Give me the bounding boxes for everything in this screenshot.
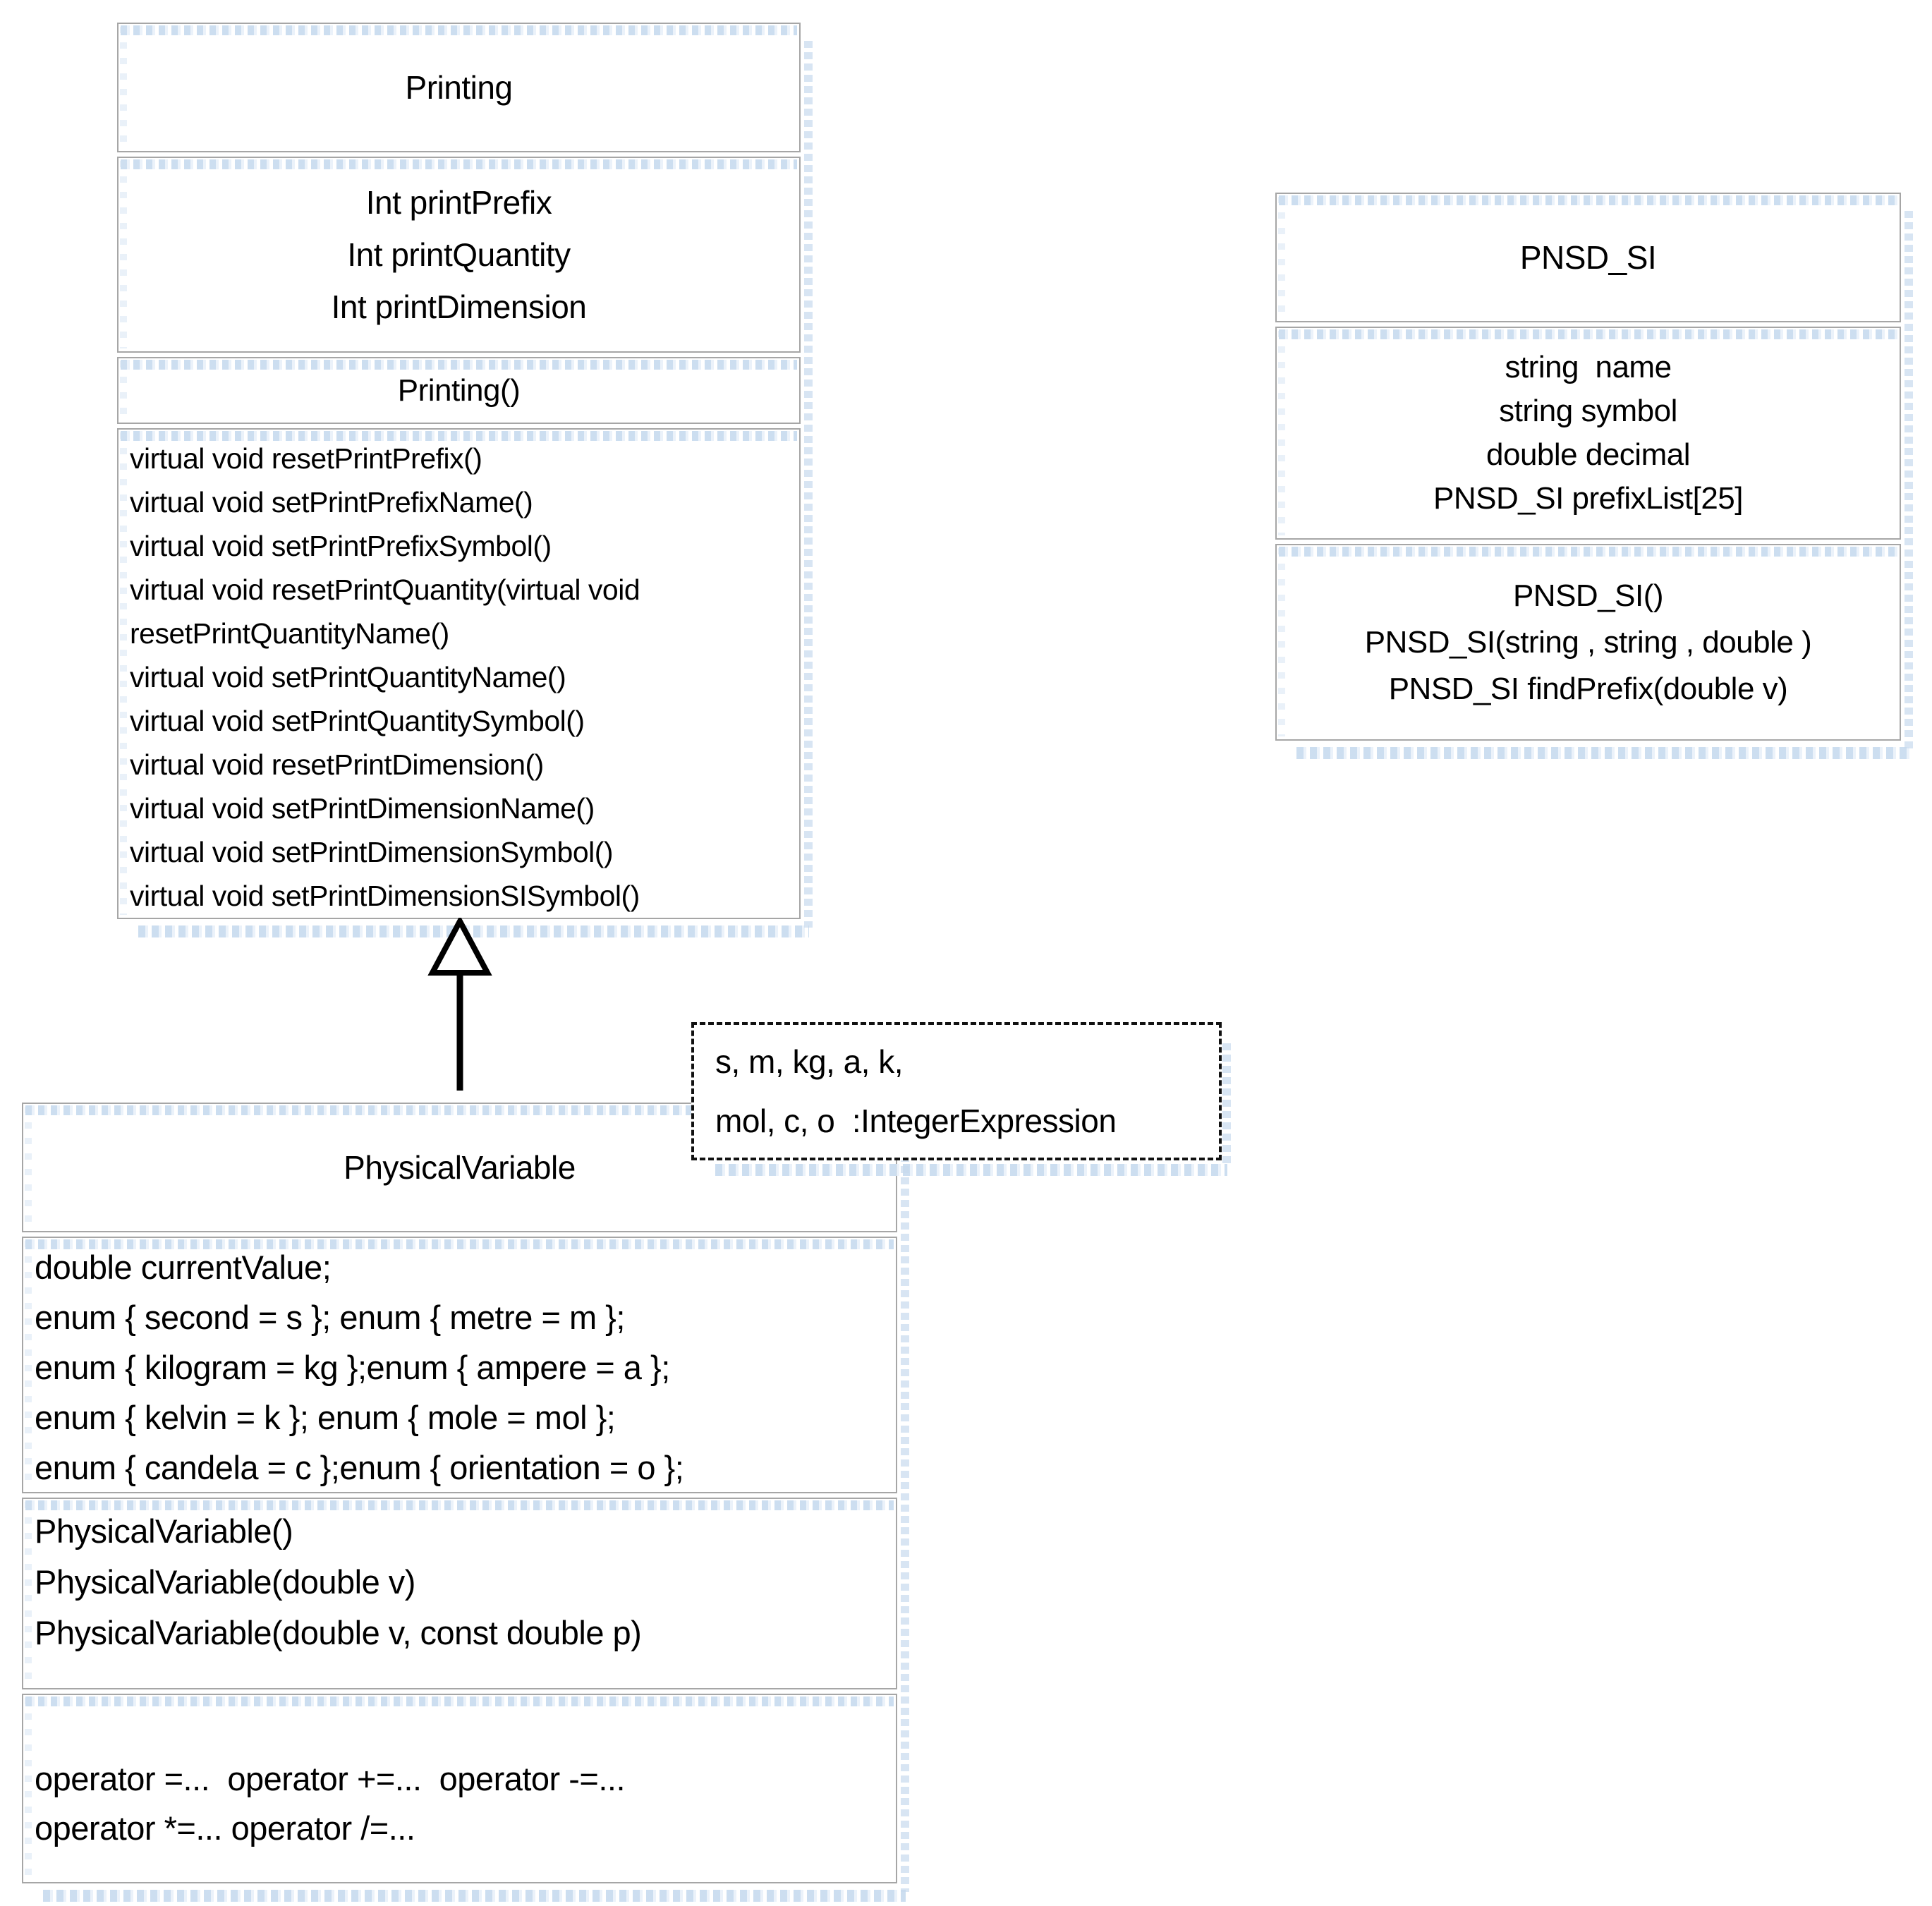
shadow-strip-bottom — [43, 1890, 906, 1902]
printing-methods-compartment: virtual void resetPrintPrefix() virtual … — [117, 427, 801, 919]
shadow-strip-right — [1222, 1043, 1231, 1166]
method-line: virtual void setPrintDimensionSISymbol() — [130, 879, 640, 912]
physical-variable-operators-compartment: operator =... operator +=... operator -=… — [22, 1694, 897, 1883]
method-line: virtual void resetPrintDimension() — [130, 748, 544, 781]
operator-line: operator *=... operator /=... — [35, 1809, 415, 1847]
constructor-line: PhysicalVariable() — [35, 1512, 293, 1550]
attribute-line: enum { kilogram = kg };enum { ampere = a… — [35, 1349, 670, 1386]
note-line: s, m, kg, a, k, — [715, 1043, 904, 1080]
class-title: PhysicalVariable — [344, 1149, 576, 1186]
shadow-strip-right — [1904, 211, 1913, 749]
attribute-line: string symbol — [1499, 394, 1677, 428]
class-title: PNSD_SI — [1519, 239, 1657, 276]
attribute-line: enum { candela = c };enum { orientation … — [35, 1449, 684, 1486]
attribute-line: enum { kelvin = k }; enum { mole = mol }… — [35, 1399, 616, 1436]
attribute-line: double currentValue; — [35, 1249, 332, 1286]
method-line: virtual void setPrintQuantityName() — [130, 660, 566, 693]
method-line: virtual void resetPrintQuantity(virtual … — [130, 573, 640, 606]
pnsd-si-attributes-compartment: string name string symbol double decimal… — [1275, 327, 1901, 540]
attribute-line: Int printDimension — [331, 288, 587, 325]
attribute-line: string name — [1505, 350, 1672, 384]
hollow-triangle-icon — [427, 918, 492, 976]
method-line: PNSD_SI(string , string , double ) — [1364, 624, 1812, 660]
constructor-line: PhysicalVariable(double v, const double … — [35, 1614, 642, 1651]
method-line: PNSD_SI() — [1512, 578, 1664, 613]
method-line: virtual void setPrintPrefixName() — [130, 485, 533, 518]
class-box-pnsd-si: PNSD_SI string name string symbol double… — [1275, 193, 1913, 759]
shadow-strip-bottom — [715, 1164, 1227, 1176]
shadow-strip-right — [901, 1121, 909, 1892]
pnsd-si-header-compartment: PNSD_SI — [1275, 193, 1901, 322]
pnsd-si-methods-compartment: PNSD_SI() PNSD_SI(string , string , doub… — [1275, 544, 1901, 741]
method-line: virtual void resetPrintPrefix() — [130, 442, 482, 475]
printing-header-compartment: Printing — [117, 23, 801, 152]
attribute-line: PNSD_SI prefixList[25] — [1433, 481, 1743, 516]
attribute-line: Int printQuantity — [347, 236, 571, 273]
method-line: virtual void setPrintDimensionSymbol() — [130, 835, 614, 868]
shadow-strip-right — [804, 41, 813, 928]
constructor-line: PhysicalVariable(double v) — [35, 1563, 415, 1601]
class-box-printing: Printing Int printPrefix Int printQuanti… — [117, 23, 813, 937]
shadow-strip-bottom — [138, 925, 809, 937]
printing-constructor-compartment: Printing() — [117, 357, 801, 424]
operator-line: operator =... operator +=... operator -=… — [35, 1760, 626, 1797]
attribute-line: enum { second = s }; enum { metre = m }; — [35, 1299, 625, 1336]
method-line: PNSD_SI findPrefix(double v) — [1388, 671, 1788, 706]
physical-variable-attributes-compartment: double currentValue; enum { second = s }… — [22, 1237, 897, 1493]
class-box-physical-variable: PhysicalVariable double currentValue; en… — [22, 1103, 909, 1902]
method-line: resetPrintQuantityName() — [130, 617, 449, 650]
shadow-strip-bottom — [1296, 747, 1909, 759]
constructor-line: Printing() — [397, 372, 521, 408]
attribute-line: Int printPrefix — [365, 183, 552, 221]
printing-attributes-compartment: Int printPrefix Int printQuantity Int pr… — [117, 156, 801, 353]
method-line: virtual void setPrintPrefixSymbol() — [130, 529, 552, 562]
method-line: virtual void setPrintQuantitySymbol() — [130, 704, 585, 737]
class-title: Printing — [405, 68, 513, 106]
inheritance-arrow — [427, 918, 492, 1091]
note-box: s, m, kg, a, k, mol, c, o :IntegerExpres… — [691, 1022, 1231, 1176]
note-line: mol, c, o :IntegerExpression — [715, 1103, 1117, 1139]
physical-variable-constructors-compartment: PhysicalVariable() PhysicalVariable(doub… — [22, 1498, 897, 1689]
method-line: virtual void setPrintDimensionName() — [130, 791, 595, 825]
attribute-line: double decimal — [1486, 437, 1690, 472]
